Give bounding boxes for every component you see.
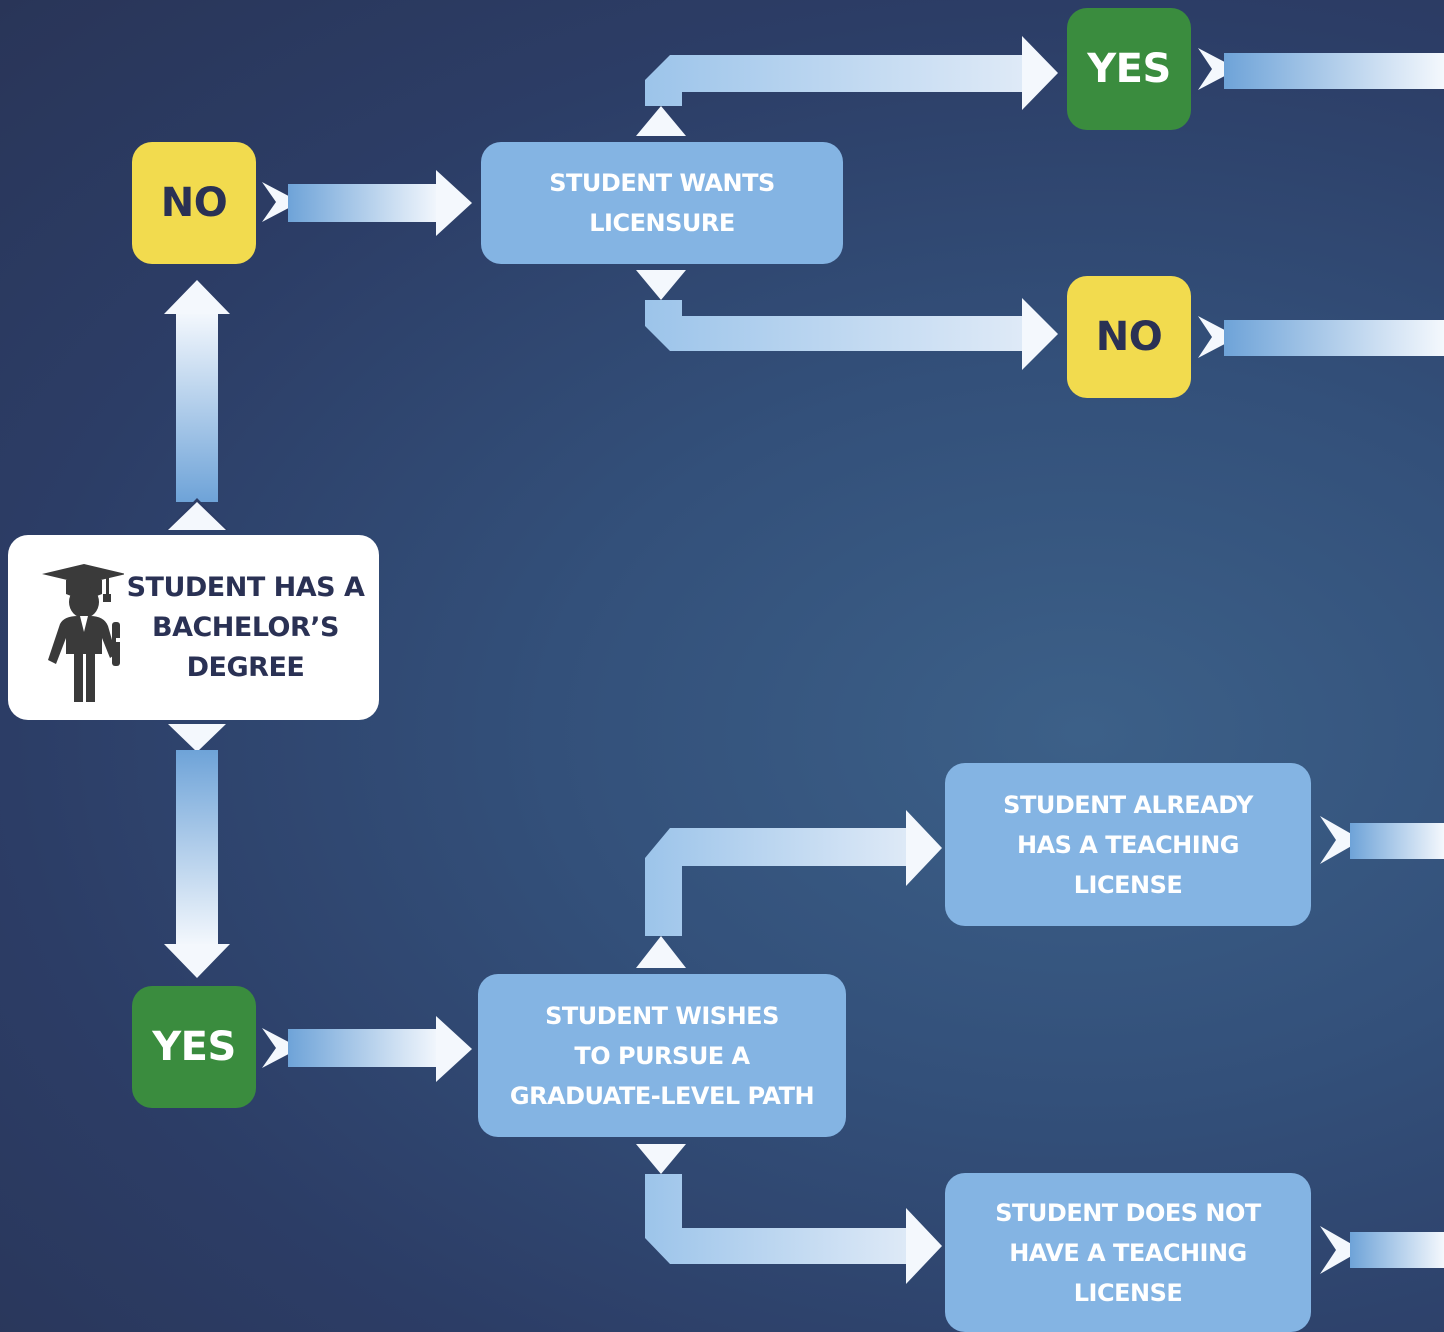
arrow-start-to-no: [164, 280, 230, 530]
has-license-label: STUDENT ALREADY HAS A TEACHING LICENSE: [1003, 790, 1253, 899]
arrow-graduate-to-no-license: [636, 1144, 942, 1284]
graduate-icon: [42, 564, 124, 702]
arrow-out-has-license: [1320, 816, 1444, 864]
has-license-box: STUDENT ALREADY HAS A TEACHING LICENSE: [945, 763, 1311, 926]
no-pill-right: NO: [1067, 276, 1191, 398]
start-node-label: STUDENT HAS A BACHELOR’S DEGREE: [126, 571, 365, 683]
yes-pill-top: YES: [1067, 8, 1191, 130]
arrow-start-to-yes: [164, 724, 230, 978]
wishes-graduate-label: STUDENT WISHES TO PURSUE A GRADUATE-LEVE…: [509, 1001, 815, 1110]
no-pill-left-label: NO: [160, 180, 228, 226]
no-license-box: STUDENT DOES NOT HAVE A TEACHING LICENSE: [945, 1173, 1311, 1332]
arrow-out-yes-top: [1198, 48, 1444, 90]
no-pill-left: NO: [132, 142, 256, 264]
no-license-label: STUDENT DOES NOT HAVE A TEACHING LICENSE: [995, 1198, 1261, 1307]
arrow-yes-to-graduate: [262, 1016, 472, 1082]
yes-pill-left-label: YES: [152, 1024, 236, 1070]
arrow-out-no-top: [1198, 316, 1444, 358]
start-node: STUDENT HAS A BACHELOR’S DEGREE: [8, 535, 379, 720]
wants-licensure-label: STUDENT WANTS LICENSURE: [549, 169, 775, 237]
arrow-licensure-to-no: [636, 270, 1058, 370]
yes-pill-left: YES: [132, 986, 256, 1108]
arrow-licensure-to-yes: [636, 36, 1058, 136]
arrow-out-no-license: [1320, 1226, 1444, 1274]
arrow-no-to-licensure: [262, 170, 472, 236]
yes-pill-top-label: YES: [1087, 46, 1171, 92]
arrow-graduate-to-has-license: [636, 810, 942, 968]
wishes-graduate-box: STUDENT WISHES TO PURSUE A GRADUATE-LEVE…: [478, 974, 846, 1137]
wants-licensure-box: STUDENT WANTS LICENSURE: [481, 142, 843, 264]
no-pill-right-label: NO: [1095, 314, 1163, 360]
